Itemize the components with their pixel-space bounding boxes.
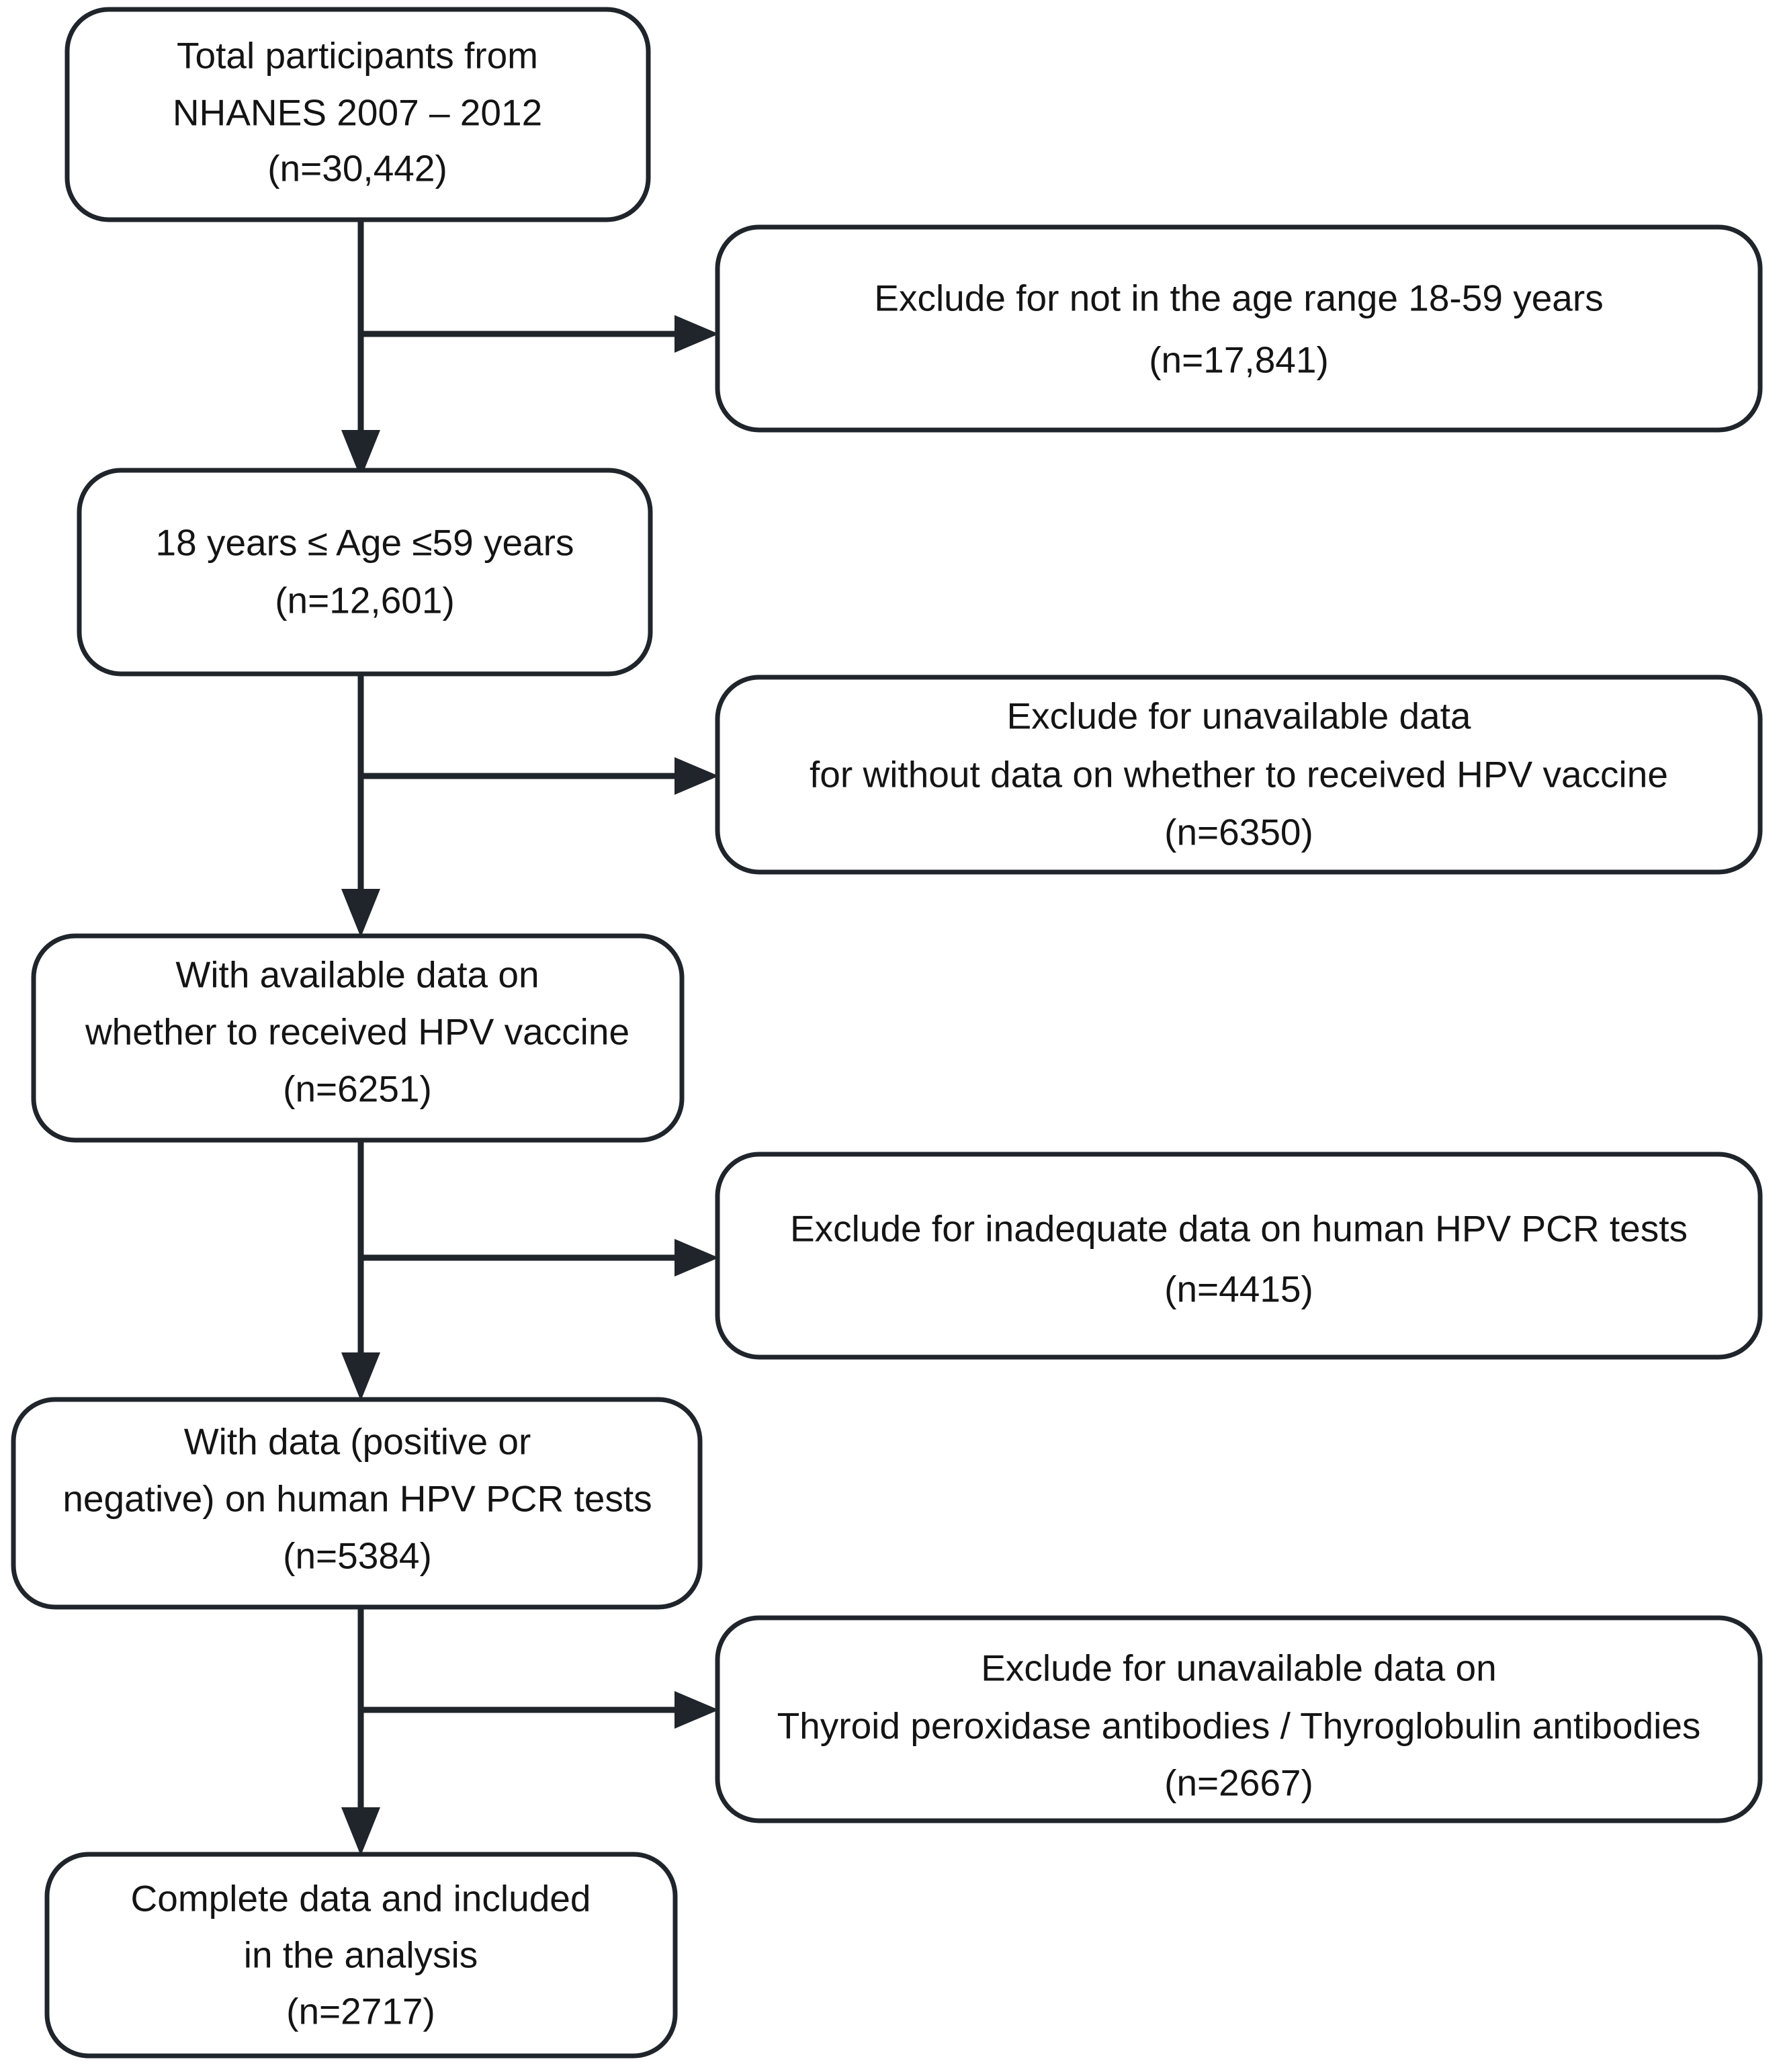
node-age-range-shape <box>77 468 653 677</box>
node-exclude-vaccine-shape <box>715 675 1763 875</box>
connector-vaccine-to-exclude-pcr <box>361 1239 719 1277</box>
node-hpv-pcr-data-line-2: negative) on human HPV PCR tests <box>62 1478 652 1520</box>
node-hpv-vaccine-data-shape <box>31 933 685 1143</box>
node-exclude-antibodies-line-3: (n=2667) <box>1164 1762 1313 1804</box>
connector-vaccine-to-pcr <box>341 1140 380 1401</box>
node-age-range-line-1: 18 years ≤ Age ≤59 years <box>156 522 574 564</box>
node-exclude-pcr-line-2: (n=4415) <box>1164 1268 1313 1310</box>
node-final-included-line-1: Complete data and included <box>131 1878 591 1919</box>
connector-pcr-to-final <box>341 1607 380 1856</box>
node-total-participants-shape <box>64 7 651 222</box>
node-exclude-vaccine-line-1: Exclude for unavailable data <box>1006 695 1471 737</box>
node-exclude-antibodies-line-1: Exclude for unavailable data on <box>981 1647 1496 1689</box>
connector-pcr-to-exclude-antibodies <box>361 1691 719 1729</box>
node-hpv-pcr-data-line-1: With data (positive or <box>184 1421 531 1463</box>
node-hpv-vaccine-data[interactable]: With available data on whether to receiv… <box>31 933 685 1143</box>
connector-total-to-age <box>341 218 380 478</box>
node-exclude-pcr[interactable]: Exclude for inadequate data on human HPV… <box>715 1152 1763 1360</box>
connector-age-to-vaccine <box>341 674 380 937</box>
node-exclude-antibodies-shape <box>715 1615 1763 1823</box>
node-age-range[interactable]: 18 years ≤ Age ≤59 years (n=12,601) <box>77 468 653 677</box>
node-total-participants-line-1: Total participants from <box>177 35 538 77</box>
node-hpv-vaccine-data-line-3: (n=6251) <box>283 1068 432 1110</box>
node-exclude-age-line-1: Exclude for not in the age range 18-59 y… <box>874 277 1603 319</box>
node-total-participants-line-3: (n=30,442) <box>267 148 447 189</box>
node-hpv-pcr-data[interactable]: With data (positive or negative) on huma… <box>11 1397 703 1610</box>
connector-age-to-exclude-vaccine <box>361 757 719 795</box>
node-exclude-age[interactable]: Exclude for not in the age range 18-59 y… <box>715 224 1763 433</box>
node-age-range-line-2: (n=12,601) <box>275 580 455 621</box>
node-exclude-vaccine-line-3: (n=6350) <box>1164 812 1313 853</box>
node-exclude-antibodies-line-2: Thyroid peroxidase antibodies / Thyroglo… <box>777 1705 1701 1747</box>
node-exclude-age-shape <box>715 224 1763 433</box>
node-final-included-shape <box>44 1852 678 2059</box>
node-hpv-vaccine-data-line-2: whether to received HPV vaccine <box>85 1011 629 1053</box>
node-total-participants[interactable]: Total participants from NHANES 2007 – 20… <box>64 7 651 222</box>
node-exclude-antibodies[interactable]: Exclude for unavailable data on Thyroid … <box>715 1615 1763 1823</box>
node-exclude-vaccine[interactable]: Exclude for unavailable data for without… <box>715 675 1763 875</box>
node-hpv-pcr-data-shape <box>11 1397 703 1610</box>
node-final-included[interactable]: Complete data and included in the analys… <box>44 1852 678 2059</box>
node-final-included-line-2: in the analysis <box>244 1934 478 1976</box>
node-exclude-pcr-shape <box>715 1152 1763 1360</box>
node-hpv-vaccine-data-line-1: With available data on <box>175 954 539 996</box>
node-final-included-line-3: (n=2717) <box>286 1991 435 2032</box>
node-exclude-pcr-line-1: Exclude for inadequate data on human HPV… <box>790 1208 1688 1250</box>
node-total-participants-line-2: NHANES 2007 – 2012 <box>173 92 542 134</box>
node-exclude-age-line-2: (n=17,841) <box>1149 339 1329 381</box>
node-exclude-vaccine-line-2: for without data on whether to received … <box>810 754 1668 795</box>
node-hpv-pcr-data-line-3: (n=5384) <box>283 1535 432 1577</box>
connector-total-to-exclude-age <box>361 315 719 353</box>
